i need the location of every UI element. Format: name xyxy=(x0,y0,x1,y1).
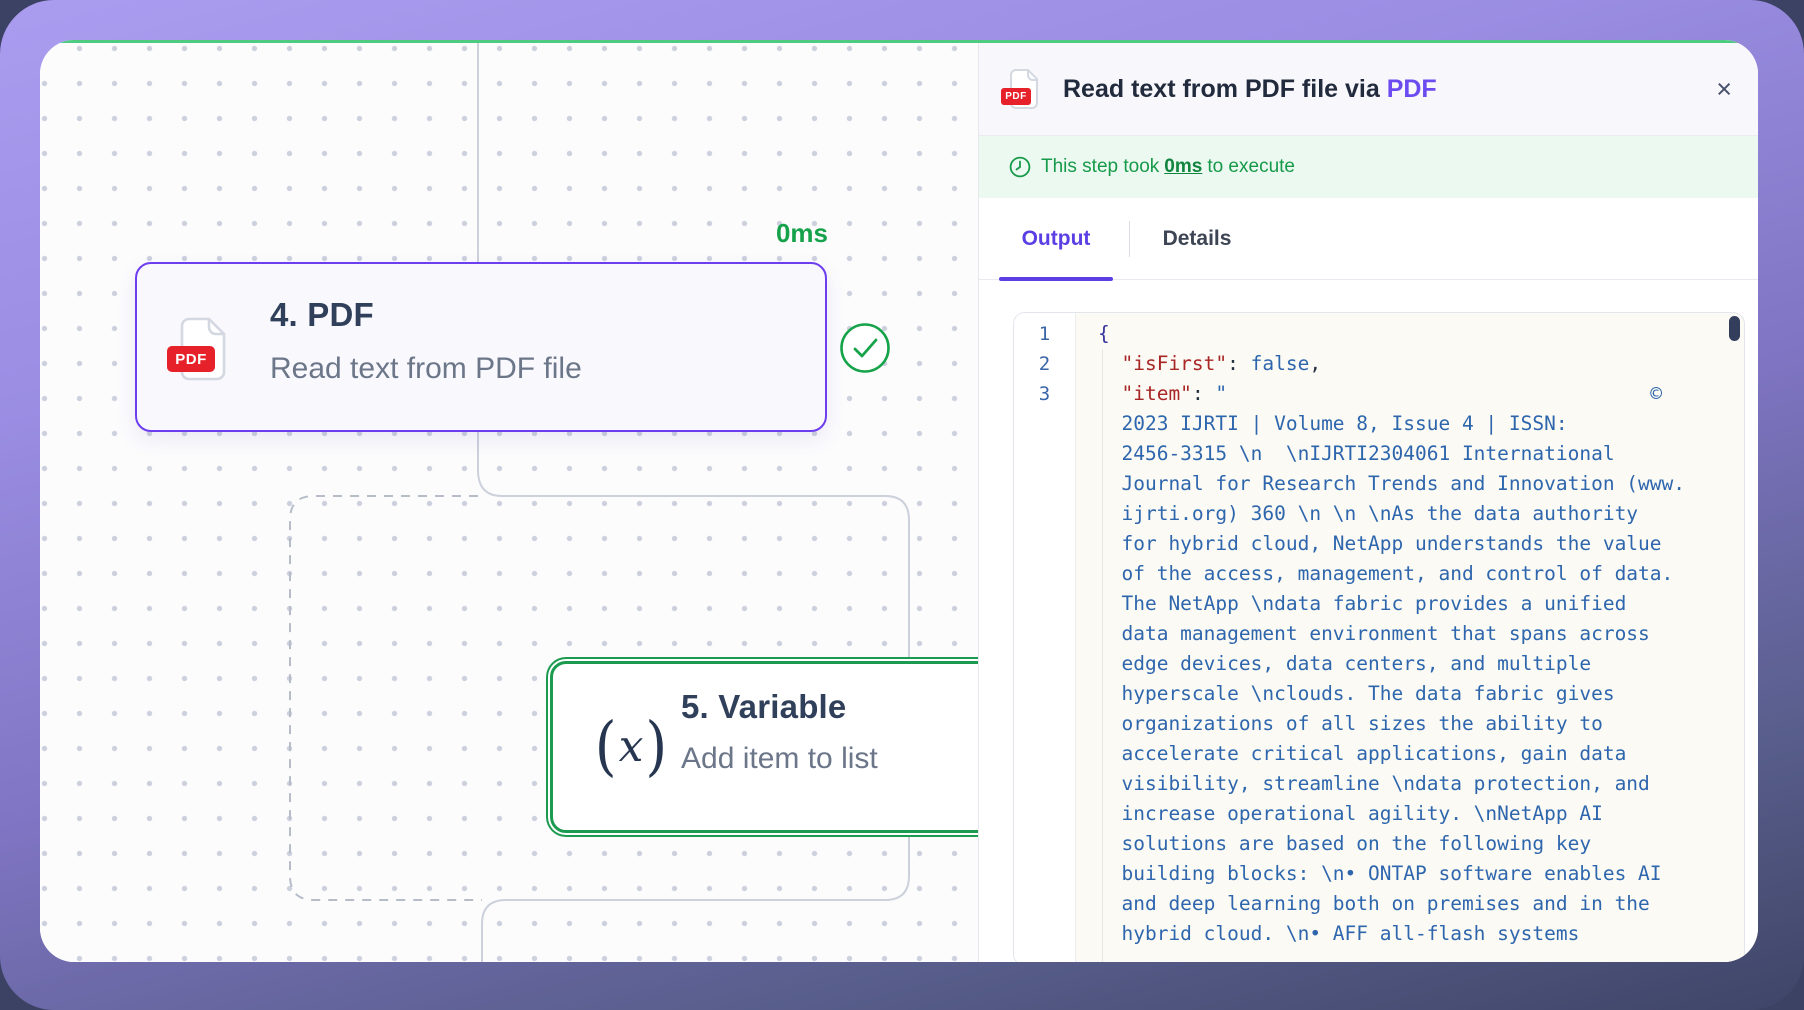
node-description: Read text from PDF file xyxy=(270,352,582,385)
pdf-badge: PDF xyxy=(1001,88,1031,105)
loop-return-edge xyxy=(477,469,910,962)
app-window: 0ms PDF 4. PDF Read text from PDF file (… xyxy=(40,40,1758,962)
indent-guide xyxy=(1102,349,1103,962)
banner-text-prefix: This step took xyxy=(1041,156,1160,177)
flow-canvas[interactable]: 0ms PDF 4. PDF Read text from PDF file (… xyxy=(40,40,978,962)
panel-tabs: Output Details xyxy=(979,198,1758,281)
close-icon[interactable]: × xyxy=(1716,73,1732,104)
pdf-badge: PDF xyxy=(167,346,215,372)
step-success-check-icon xyxy=(839,322,891,374)
run-status-top-line xyxy=(40,40,1758,43)
clock-icon xyxy=(1009,156,1031,178)
pdf-file-icon: PDF xyxy=(167,316,231,382)
flow-edges xyxy=(289,43,910,962)
code-scrollbar-thumb[interactable] xyxy=(1729,316,1740,341)
node-title: 4. PDF xyxy=(270,296,374,333)
tab-output[interactable]: Output xyxy=(999,198,1113,281)
app-name-link[interactable]: PDF xyxy=(1386,74,1437,103)
banner-duration[interactable]: 0ms xyxy=(1164,156,1203,177)
tab-divider xyxy=(1129,220,1130,257)
node-title: 5. Variable xyxy=(681,688,847,725)
loop-boundary-dashed xyxy=(289,495,482,901)
node-description: Add item to list xyxy=(681,742,878,775)
tab-details[interactable]: Details xyxy=(1162,226,1232,250)
code-lines: { "isFirst": false, "item": "© 2023 IJRT… xyxy=(1076,313,1744,962)
variable-icon: (x) xyxy=(594,708,668,784)
step-duration-label: 0ms xyxy=(775,218,828,248)
panel-header: PDF Read text from PDF file via PDF × xyxy=(979,43,1758,136)
active-tab-underline xyxy=(999,277,1113,281)
node-variable-step[interactable]: (x) 5. Variable Add item to list xyxy=(550,661,978,833)
node-pdf-step[interactable]: PDF 4. PDF Read text from PDF file xyxy=(135,262,827,432)
execution-time-banner: This step took 0ms to execute xyxy=(979,136,1758,198)
banner-text-suffix: to execute xyxy=(1207,156,1295,177)
step-output-panel: PDF Read text from PDF file via PDF × Th… xyxy=(978,40,1758,962)
panel-title: Read text from PDF file via PDF xyxy=(1063,74,1437,103)
pdf-file-icon: PDF xyxy=(1001,68,1041,110)
